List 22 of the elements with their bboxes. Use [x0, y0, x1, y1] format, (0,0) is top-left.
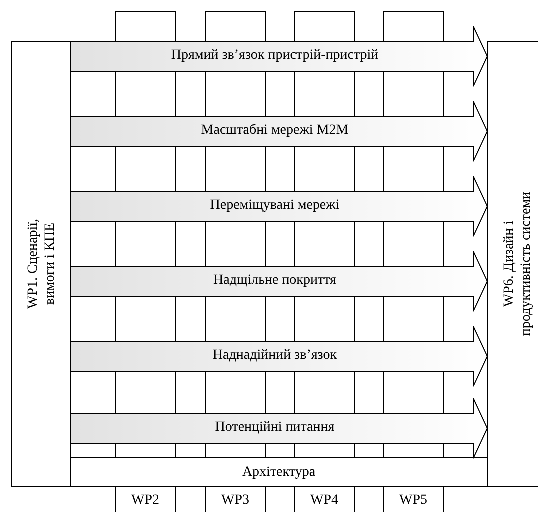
edge-label: Потенційні питання	[214, 419, 336, 436]
work-package-title: WP6. Дизайн і продуктивність системи	[501, 190, 535, 338]
architecture-bar	[70, 457, 488, 487]
work-package-title: WP1. Сценарії, вимоги і КПЕ	[25, 218, 59, 312]
work-package-label: WP3	[220, 492, 250, 509]
work-package-label: WP4	[310, 492, 340, 509]
work-package-box	[487, 41, 538, 487]
bar-label: Архітектура	[241, 464, 317, 481]
block-arrow	[70, 326, 488, 387]
work-package-box	[11, 41, 71, 487]
block-arrow	[70, 26, 488, 87]
block-arrow	[70, 398, 488, 459]
work-package-label: WP2	[130, 492, 160, 509]
block-arrow	[70, 251, 488, 312]
edge-label: Надщільне покриття	[212, 272, 338, 289]
block-arrow	[70, 101, 488, 162]
edge-label: Переміщувані мережі	[209, 197, 341, 214]
work-package-label: WP5	[398, 492, 428, 509]
edge-label: Прямий зв’язок пристрій-пристрій	[170, 47, 380, 64]
edge-label: Наднадійний зв’язок	[212, 347, 338, 364]
block-arrow	[70, 176, 488, 237]
edge-label: Масштабні мережі M2M	[200, 122, 350, 139]
